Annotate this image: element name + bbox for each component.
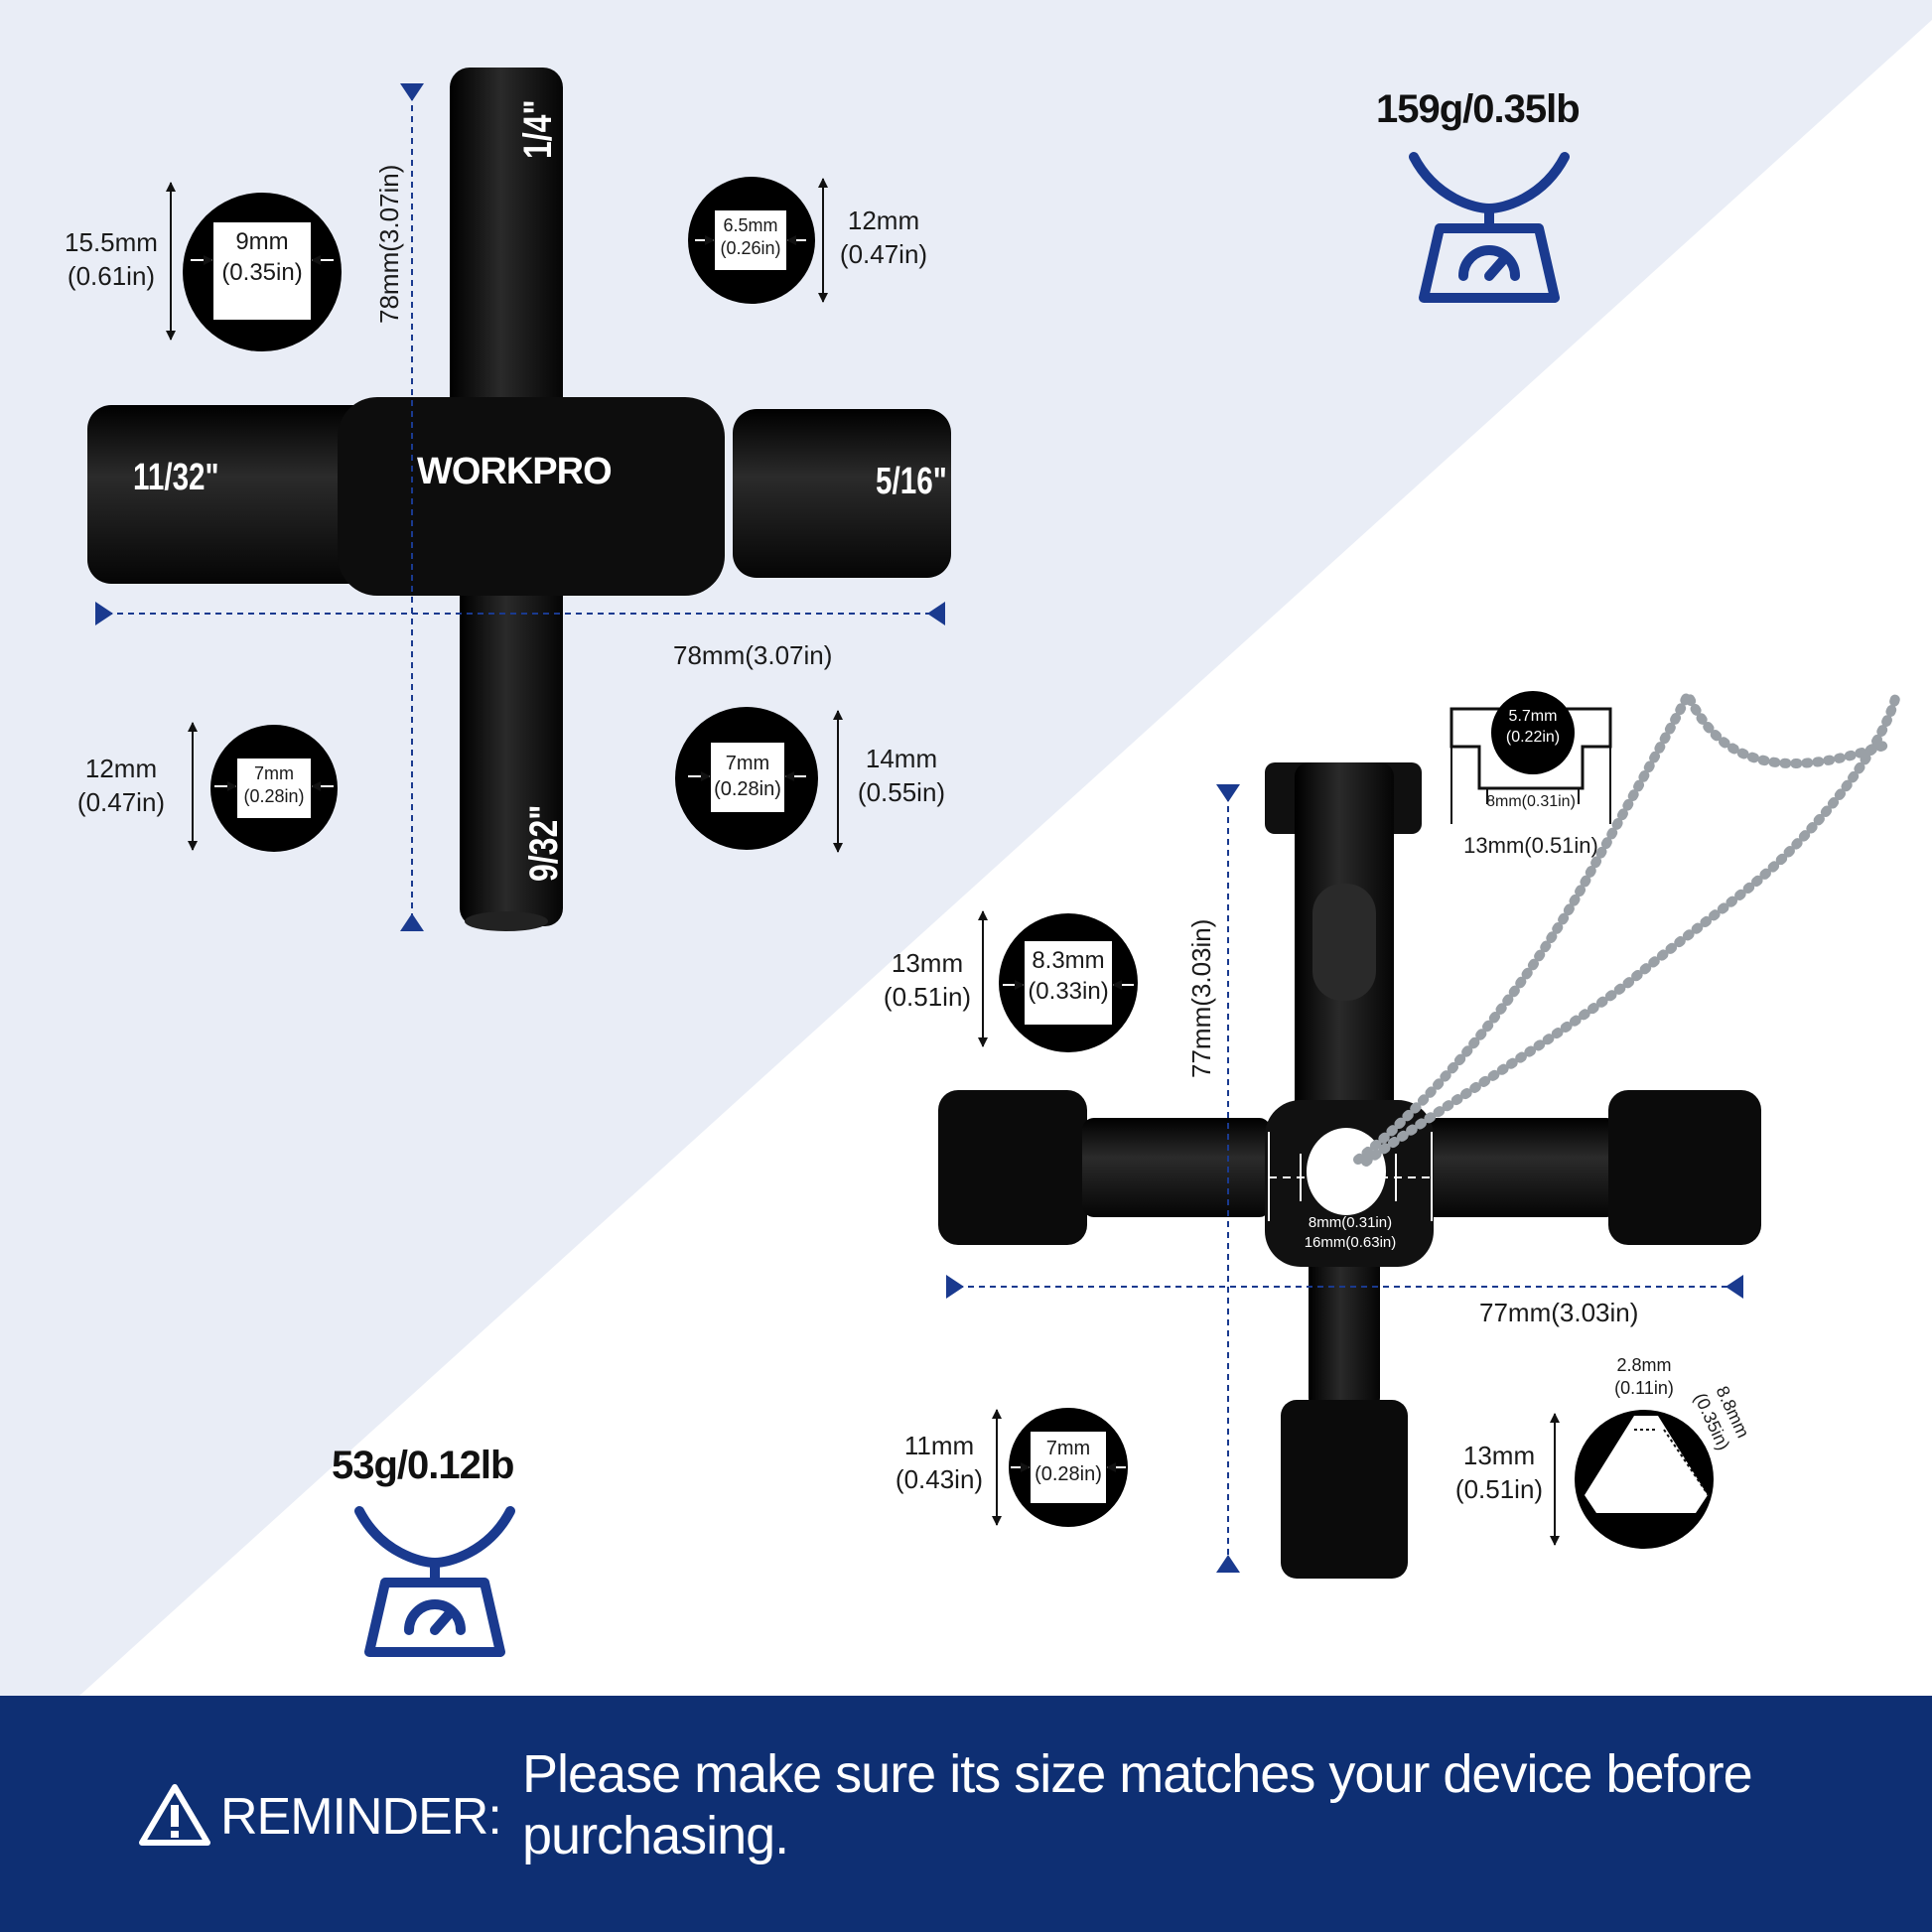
key1-socket4-outer: 14mm(0.55in) — [857, 744, 946, 807]
key1-arm-bottom — [460, 541, 563, 926]
key1-socket2-outer: 12mm(0.47in) — [839, 206, 928, 269]
key2-arm-bottom — [1309, 1231, 1380, 1410]
key1-end-right: 5/16" — [876, 461, 947, 502]
key1-socket-detail-4 — [675, 707, 843, 853]
key1-socket2-inner: 6.5mm(0.26in) — [720, 215, 781, 259]
key1-height-label: 78mm(3.07in) — [374, 164, 404, 324]
key1-socket-detail-1 — [166, 182, 342, 351]
key2-triangle-top: 2.8mm(0.11in) — [1614, 1355, 1674, 1399]
key2-bottom-socket — [1281, 1400, 1408, 1579]
reminder-text: Please make sure its size matches your d… — [522, 1744, 1753, 1865]
key1-arm-left — [87, 405, 411, 584]
brand-logo: WORKPRO — [417, 451, 613, 492]
key2-slot-inner: 5.7mm(0.22in) — [1505, 708, 1561, 746]
key2-grip — [1312, 884, 1376, 1001]
key1-end-left: 11/32" — [133, 457, 219, 498]
key2-socket-detail-1 — [978, 910, 1138, 1052]
key1-weight: 159g/0.35lb — [1376, 87, 1581, 131]
bead-chain — [1353, 683, 1891, 1165]
key1-socket3-outer: 12mm(0.47in) — [76, 754, 166, 817]
key2-socket2-inner: 7mm(0.28in) — [1035, 1438, 1102, 1485]
four-way-key-small — [938, 683, 1901, 1579]
key2-left-socket — [938, 1090, 1087, 1245]
key2-triangle-socket-detail — [1550, 1410, 1714, 1549]
key2-triangle-outer: 13mm(0.51in) — [1454, 1441, 1544, 1504]
background-diagonal-white — [79, 20, 1932, 1696]
key2-slot-outer: 13mm(0.51in) — [1463, 833, 1598, 858]
key1-end-bottom: 9/32" — [522, 804, 566, 882]
key1-socket-detail-2 — [688, 177, 828, 304]
key2-arm-right — [1420, 1118, 1618, 1217]
key2-weight: 53g/0.12lb — [332, 1444, 514, 1487]
key2-socket1-outer: 13mm(0.51in) — [883, 948, 972, 1012]
key1-end-top: 1/4" — [516, 99, 560, 159]
key2-slot-mid: 8mm(0.31in) — [1486, 793, 1576, 810]
key1-hub — [338, 397, 725, 596]
warning-triangle-icon — [139, 1784, 210, 1846]
four-way-key-large — [87, 68, 951, 931]
key2-slot-detail — [1449, 691, 1612, 824]
key1-socket-detail-3 — [188, 722, 338, 852]
key2-socket-detail-2 — [992, 1408, 1128, 1527]
key1-width-label: 78mm(3.07in) — [673, 640, 833, 670]
key1-socket1-inner: 9mm(0.35in) — [221, 228, 303, 287]
key1-socket1-outer: 15.5mm(0.61in) — [65, 227, 158, 291]
key1-socket4-inner: 7mm(0.28in) — [714, 753, 781, 800]
key2-socket1-inner: 8.3mm(0.33in) — [1028, 947, 1109, 1006]
reminder-banner — [0, 1696, 1932, 1932]
key1-socket3-inner: 7mm(0.28in) — [243, 763, 305, 807]
key2-width-label: 77mm(3.03in) — [1479, 1298, 1639, 1327]
reminder-label: REMINDER: — [220, 1788, 502, 1846]
scale-icon — [354, 1506, 515, 1657]
key2-height-label: 77mm(3.03in) — [1186, 918, 1216, 1078]
key1-arm-top — [450, 68, 563, 425]
key1-socket-opening — [465, 911, 548, 931]
key2-hub-dimensions: 8mm(0.31in)16mm(0.63in) — [1304, 1214, 1397, 1251]
key2-right-socket — [1608, 1090, 1761, 1245]
key2-socket2-outer: 11mm(0.43in) — [895, 1431, 984, 1494]
scale-icon — [1409, 152, 1570, 303]
key1-arm-right — [733, 409, 951, 578]
key2-arm-left — [1082, 1118, 1271, 1217]
